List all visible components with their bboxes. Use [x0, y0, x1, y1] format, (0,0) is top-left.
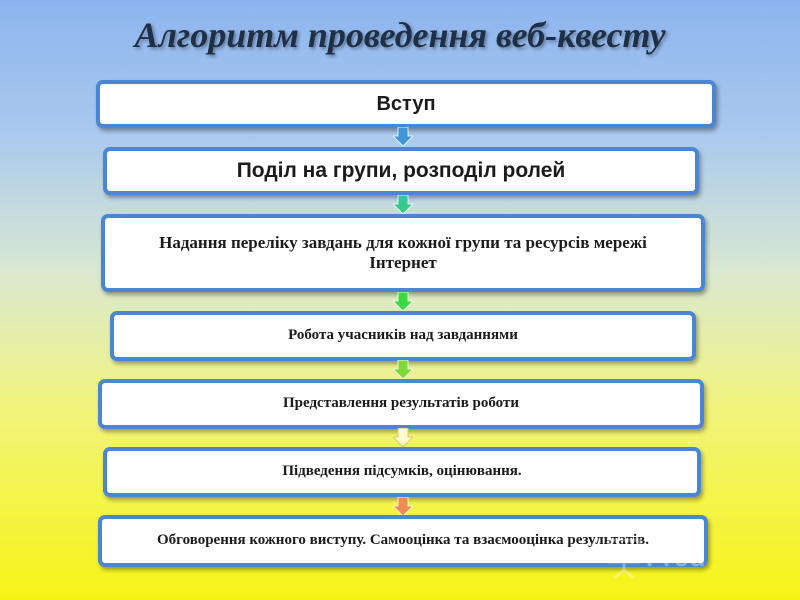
step-label: Робота учасників над завданнями — [288, 327, 518, 344]
arrow-down-icon — [393, 127, 413, 146]
arrow-shape — [393, 428, 413, 447]
step-label: Представлення результатів роботи — [282, 395, 519, 412]
arrow-down-icon — [393, 360, 413, 379]
step-intro: Вступ — [96, 80, 716, 128]
arrow-shape — [393, 292, 413, 311]
step-groups: Поділ на групи, розподіл ролей — [103, 147, 699, 195]
page-title: Алгоритм проведення веб-квесту — [134, 15, 666, 55]
arrow-down-icon — [393, 292, 413, 311]
watermark: Fred — [606, 535, 766, 580]
step-discussion: Обговорення кожного виступу. Самооцінка … — [98, 515, 708, 567]
arrow-shape — [393, 497, 413, 516]
step-label: Обговорення кожного виступу. Самооцінка … — [156, 532, 650, 549]
arrow-shape — [393, 360, 413, 379]
step-work: Робота учасників над завданнями — [110, 311, 696, 361]
watermark-text: Fred — [646, 542, 707, 572]
step-summary: Підведення підсумків, оцінювання. — [103, 447, 701, 497]
step-label: Поділ на групи, розподіл ролей — [236, 158, 566, 182]
step-label: Вступ — [376, 92, 436, 115]
arrow-down-icon — [393, 428, 413, 447]
arrow-shape — [393, 195, 413, 214]
step-label: Надання переліку завдань для кожної груп… — [159, 233, 647, 272]
arrow-shape — [393, 127, 413, 146]
step-label: Підведення підсумків, оцінювання. — [282, 463, 522, 480]
arrow-down-icon — [393, 195, 413, 214]
arrow-down-icon — [393, 497, 413, 516]
presentation-board-icon — [607, 538, 641, 579]
step-presentation: Представлення результатів роботи — [98, 379, 704, 429]
step-tasks: Надання переліку завдань для кожної груп… — [101, 214, 705, 292]
